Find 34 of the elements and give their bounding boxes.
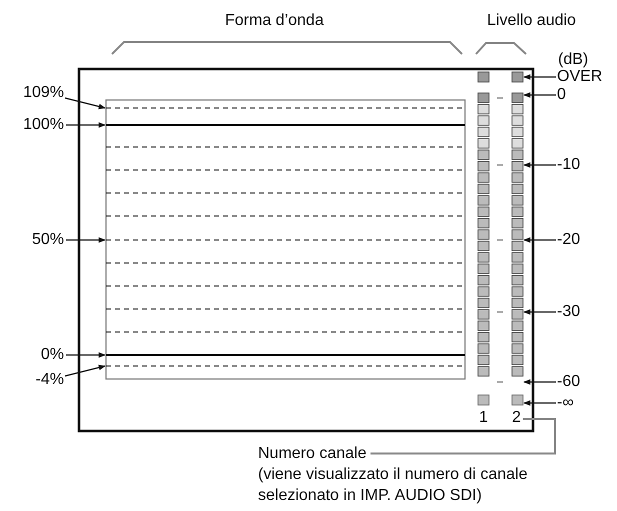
scale-line [106, 354, 465, 356]
arrow [523, 237, 556, 243]
arrow [66, 352, 106, 358]
scale-label: 100% [23, 115, 64, 135]
arrow [66, 237, 106, 243]
unit-label: (dB) [558, 50, 588, 70]
leader-line [370, 418, 556, 454]
channel-number: 2 [512, 408, 521, 428]
arrow [66, 122, 106, 128]
level-label: OVER [557, 67, 602, 87]
arrow [523, 309, 556, 315]
waveform-heading: Forma d’onda [225, 11, 324, 31]
arrow [523, 162, 556, 168]
arrow [523, 400, 556, 406]
arrow [64, 364, 106, 377]
arrow [523, 92, 556, 98]
level-label: -30 [557, 302, 580, 322]
audio-level-heading: Livello audio [487, 11, 576, 31]
arrow [523, 379, 556, 385]
level-label: -60 [557, 372, 580, 392]
audio-level-meter [478, 72, 524, 406]
level-label: -20 [557, 230, 580, 250]
arrow [523, 74, 556, 80]
scale-label: 50% [32, 230, 64, 250]
level-label: -10 [557, 155, 580, 175]
scale-label: 0% [40, 345, 64, 365]
channel-number: 1 [479, 408, 488, 428]
level-label: 0 [557, 85, 566, 105]
scale-label: -4% [36, 370, 64, 390]
scale-label: 109% [23, 83, 64, 103]
level-label: -∞ [557, 393, 574, 413]
callout-note: (viene visualizzato il numero di canale selezionato in IMP. AUDIO SDI) [258, 465, 528, 506]
scale-line [106, 124, 465, 126]
callout-text: Numero canale [258, 444, 366, 464]
